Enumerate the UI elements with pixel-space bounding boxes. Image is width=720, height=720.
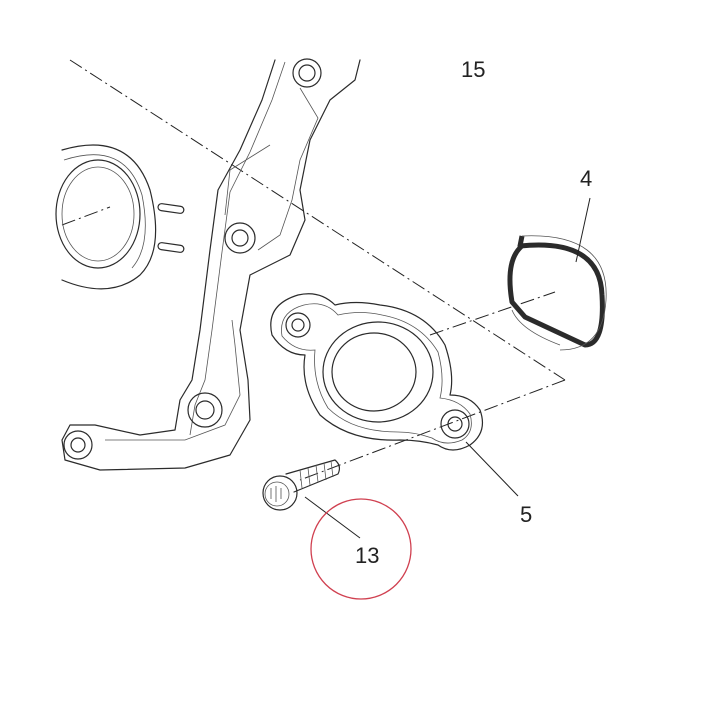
callout-label-13: 13 bbox=[355, 543, 379, 568]
callout-label-5: 5 bbox=[520, 502, 532, 527]
callout-label-4: 4 bbox=[580, 166, 592, 191]
sealing-ring-part-4 bbox=[507, 235, 607, 351]
callout-highlight-circle bbox=[310, 498, 412, 600]
engine-case bbox=[55, 58, 361, 471]
assembly-axis-lines bbox=[61, 59, 566, 481]
cover-flange-part-5 bbox=[270, 293, 483, 451]
screw-part-13 bbox=[262, 459, 341, 511]
leader-lines bbox=[304, 197, 591, 539]
callout-label-15: 15 bbox=[461, 57, 485, 82]
